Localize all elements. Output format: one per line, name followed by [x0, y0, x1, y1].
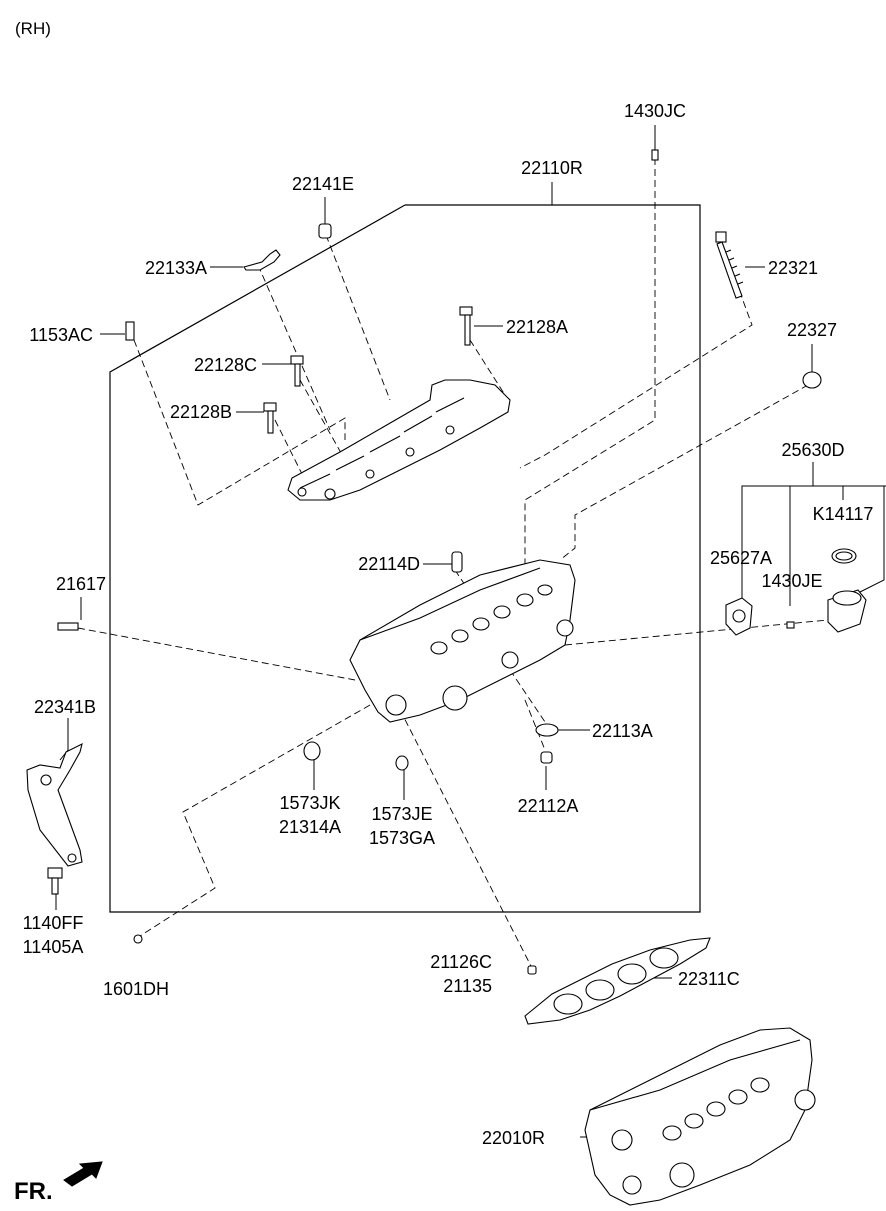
part-label-1573JK: 1573JK: [279, 793, 341, 813]
part-label-22128A: 22128A: [506, 317, 569, 337]
part-label-22141E: 22141E: [291, 174, 355, 194]
part-label-22112A: 22112A: [517, 796, 579, 816]
part-label-22321: 22321: [768, 258, 819, 278]
part-label-21135: 21135: [443, 976, 492, 996]
part-label-21314A: 21314A: [278, 817, 342, 837]
part-label-21126C: 21126C: [430, 952, 492, 972]
group-frame-22110R: [109, 204, 701, 913]
front-direction-arrow: [63, 1161, 103, 1187]
solid-leaders: [55, 125, 813, 1138]
part-label-22114D: 22114D: [358, 554, 420, 574]
small-parts: [26, 149, 867, 975]
side-label: (RH): [15, 19, 51, 38]
part-label-22010R: 22010R: [481, 1128, 545, 1148]
cylinder-head-22110R: [349, 559, 576, 723]
camshaft-carrier: [287, 379, 511, 501]
part-label-1153AC: 1153AC: [29, 325, 93, 345]
part-label-22341B: 22341B: [33, 697, 97, 717]
part-label-1430JC: 1430JC: [623, 101, 687, 121]
part-label-22133A: 22133A: [144, 258, 207, 278]
part-label-25627A: 25627A: [709, 548, 773, 568]
head-gasket-22311C: [524, 937, 711, 1025]
part-label-22327: 22327: [786, 320, 838, 340]
dashed-leaders: [77, 158, 829, 969]
part-label-1140FF: 1140FF: [22, 913, 84, 933]
part-label-25630D: 25630D: [781, 440, 845, 460]
part-label-22110R: 22110R: [521, 158, 583, 178]
part-label-22128C: 22128C: [193, 355, 257, 375]
front-direction-label: FR.: [14, 1178, 53, 1205]
part-label-1430JE: 1430JE: [761, 571, 823, 591]
part-label-22113A: 22113A: [592, 721, 653, 741]
part-label-22311C: 22311C: [678, 969, 740, 989]
part-label-1573JE: 1573JE: [371, 804, 433, 824]
part-label-1601DH: 1601DH: [102, 979, 170, 999]
part-label-1573GA: 1573GA: [368, 828, 436, 848]
part-label-22128B: 22128B: [169, 402, 232, 422]
head-assembly-22010R: [584, 1027, 816, 1206]
part-label-K14117: K14117: [812, 504, 874, 524]
part-label-21617: 21617: [55, 574, 107, 594]
part-label-11405A: 11405A: [22, 937, 84, 957]
